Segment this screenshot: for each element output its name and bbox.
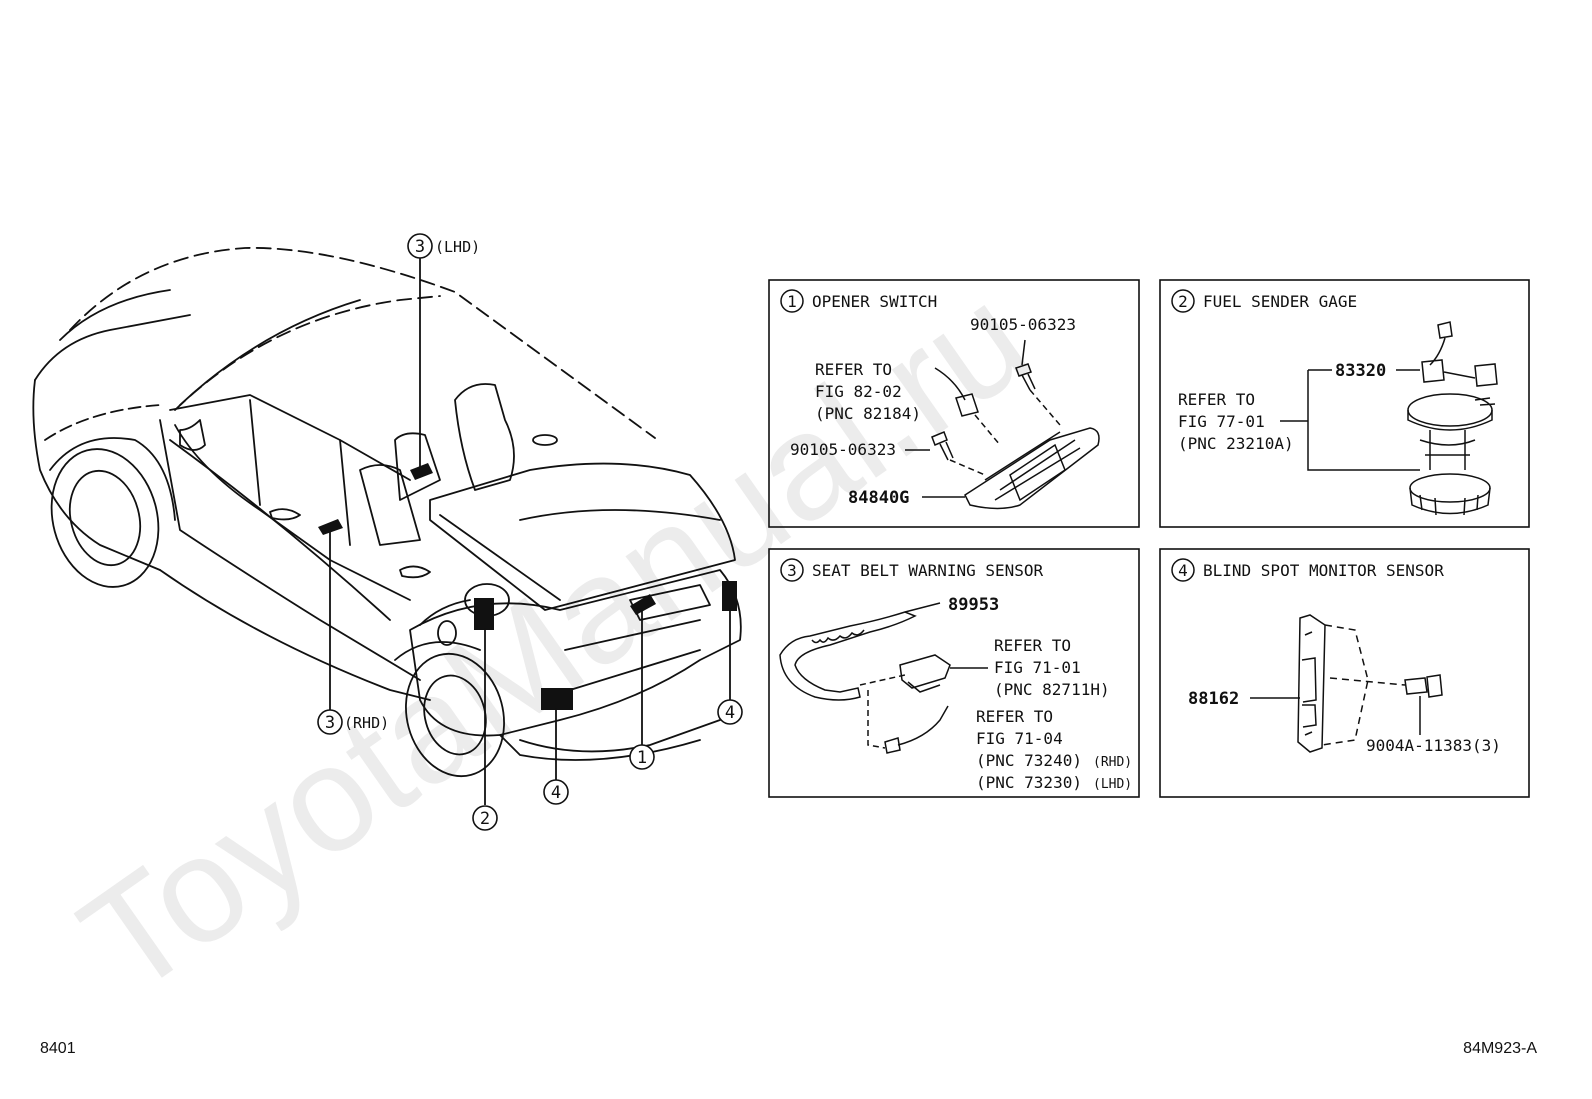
panel-seat-belt-warning-sensor: 3 SEAT BELT WARNING SENSOR 89953 REFER T… [768,548,1140,798]
vehicle-illustration [32,247,742,778]
footer-right-code: 84M923-A [1463,1040,1537,1057]
marker-seat-rhd [318,519,343,535]
callout-opener: 1 [629,744,655,770]
svg-text:(PNC 23210A): (PNC 23210A) [1178,434,1294,453]
svg-text:3: 3 [325,713,335,733]
svg-text:FIG 82-02: FIG 82-02 [815,382,902,401]
svg-text:2: 2 [480,809,490,829]
callout-fuel: 2 [472,805,498,831]
footer-left-code: 8401 [40,1040,76,1057]
svg-text:FIG 71-04: FIG 71-04 [976,729,1063,748]
marker-blind-front [541,688,573,710]
svg-text:2: 2 [1178,292,1188,311]
svg-text:REFER TO: REFER TO [994,636,1071,655]
svg-text:4: 4 [551,783,561,803]
location-markers [318,463,737,710]
svg-text:1: 1 [637,748,647,768]
callout-blind-rear: 4 [717,699,743,725]
panel-title: OPENER SWITCH [812,292,937,311]
svg-text:FIG 71-01: FIG 71-01 [994,658,1081,677]
panel-title: SEAT BELT WARNING SENSOR [812,561,1044,580]
svg-text:4: 4 [725,703,735,723]
svg-text:REFER TO: REFER TO [815,360,892,379]
svg-text:89953: 89953 [948,595,999,615]
svg-text:REFER TO: REFER TO [976,707,1053,726]
svg-text:FIG 77-01: FIG 77-01 [1178,412,1265,431]
callout-seat-rhd: 3 (RHD) [317,709,389,735]
svg-text:(RHD): (RHD) [344,714,389,732]
svg-text:(RHD): (RHD) [1093,755,1132,770]
marker-seat-lhd [410,463,433,480]
svg-text:(PNC 82184): (PNC 82184) [815,404,921,423]
callout-blind-front: 4 [543,779,569,805]
watermark: ToyotaManual.ru [52,253,1057,1027]
svg-text:90105-06323: 90105-06323 [970,315,1076,334]
callout-seat-lhd: 3 (LHD) [407,233,480,259]
panel-opener-switch: 1 OPENER SWITCH 90105-06323 REFER TO FIG… [768,279,1140,528]
marker-fuel [474,598,494,630]
svg-text:88162: 88162 [1188,689,1239,709]
marker-opener [630,594,656,615]
svg-text:9004A-11383(3): 9004A-11383(3) [1366,736,1501,755]
panel-title: BLIND SPOT MONITOR SENSOR [1203,561,1444,580]
svg-text:90105-06323: 90105-06323 [790,440,896,459]
panel-blind-spot-monitor-sensor: 4 BLIND SPOT MONITOR SENSOR 88162 9004A-… [1159,548,1530,798]
panel-fuel-sender-gage: 2 FUEL SENDER GAGE 83320 REFER TO FIG 77… [1159,279,1530,528]
leader-lines [329,258,731,805]
svg-text:4: 4 [1178,561,1188,580]
marker-blind-rear [722,581,737,611]
svg-text:(LHD): (LHD) [435,238,480,256]
svg-text:84840G: 84840G [848,488,909,508]
svg-text:3: 3 [787,561,797,580]
svg-text:(PNC 73230): (PNC 73230) [976,773,1082,792]
svg-text:83320: 83320 [1335,361,1386,381]
svg-text:(PNC 73240): (PNC 73240) [976,751,1082,770]
svg-text:(PNC 82711H): (PNC 82711H) [994,680,1110,699]
svg-text:1: 1 [787,292,797,311]
svg-text:REFER TO: REFER TO [1178,390,1255,409]
panel-title: FUEL SENDER GAGE [1203,292,1357,311]
svg-text:3: 3 [415,237,425,257]
svg-text:(LHD): (LHD) [1093,777,1132,792]
